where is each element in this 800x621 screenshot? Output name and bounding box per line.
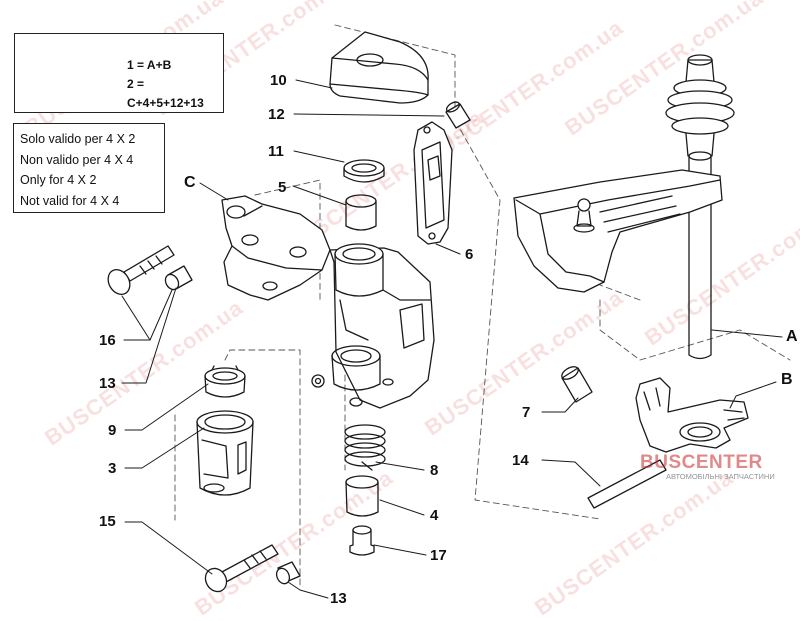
part-label-5: 5 [278,179,287,196]
part-label-11: 11 [268,143,284,160]
part-8-spring [344,424,386,471]
part-10-cap [329,31,429,104]
part-label-13-upper: 13 [99,375,116,392]
part-label-12: 12 [268,106,285,123]
part-13-dowel-upper [164,265,193,291]
part-label-4: 4 [430,507,439,524]
part-B-selector [635,377,749,453]
part-label-3: 3 [108,460,117,477]
validity-note: Non valido per 4 X 4 [20,152,134,167]
watermark-logo: BUSCENTER АВТОМОБІЛЬНІ ЗАПЧАСТИНИ [640,452,775,481]
part-label-C: C [184,174,196,191]
part-label-14: 14 [512,452,529,469]
part-5-bushing [345,194,377,231]
part-16-bolt [107,245,175,295]
validity-note: Not valid for 4 X 4 [20,193,120,208]
part-13-dowel-lower [275,561,301,585]
part-label-13-lower: 13 [330,590,347,607]
kit-legend-line-2: 2 = C+4+5+12+13 [127,77,204,110]
part-3-sleeve [196,410,254,496]
part-label-B: B [781,371,793,388]
part-label-8: 8 [430,462,439,479]
part-15-bolt [204,544,279,593]
kit-legend-box: 1 = A+B 2 = C+4+5+12+13 [14,33,224,113]
part-6-gasket [413,121,453,245]
part-A-lever [513,54,735,360]
part-label-16: 16 [99,332,116,349]
watermark-tagline: АВТОМОБІЛЬНІ ЗАПЧАСТИНИ [666,472,775,481]
part-label-15: 15 [99,513,116,530]
validity-note: Solo valido per 4 X 2 [20,132,136,146]
part-label-10: 10 [270,72,287,89]
part-9-plug [204,365,246,398]
part-14-pin [587,459,667,509]
part-label-7: 7 [522,404,531,421]
validity-notes-box: Solo valido per 4 X 2 Non valido per 4 X… [13,123,165,213]
part-label-17: 17 [430,547,447,564]
part-label-6: 6 [465,246,474,263]
part-17-plug [349,525,375,556]
kit-legend-line-1: 1 = A+B [127,58,172,72]
part-C-housing [221,195,435,409]
watermark-brand: BUSCENTER [640,452,763,473]
validity-note: Only for 4 X 2 [20,173,97,187]
part-4-bushing [345,475,379,517]
part-label-A: A [786,328,798,345]
part-7-dowel [561,366,593,403]
part-label-9: 9 [108,422,117,439]
part-11-ring [343,159,385,183]
part-12-pin [445,101,471,129]
